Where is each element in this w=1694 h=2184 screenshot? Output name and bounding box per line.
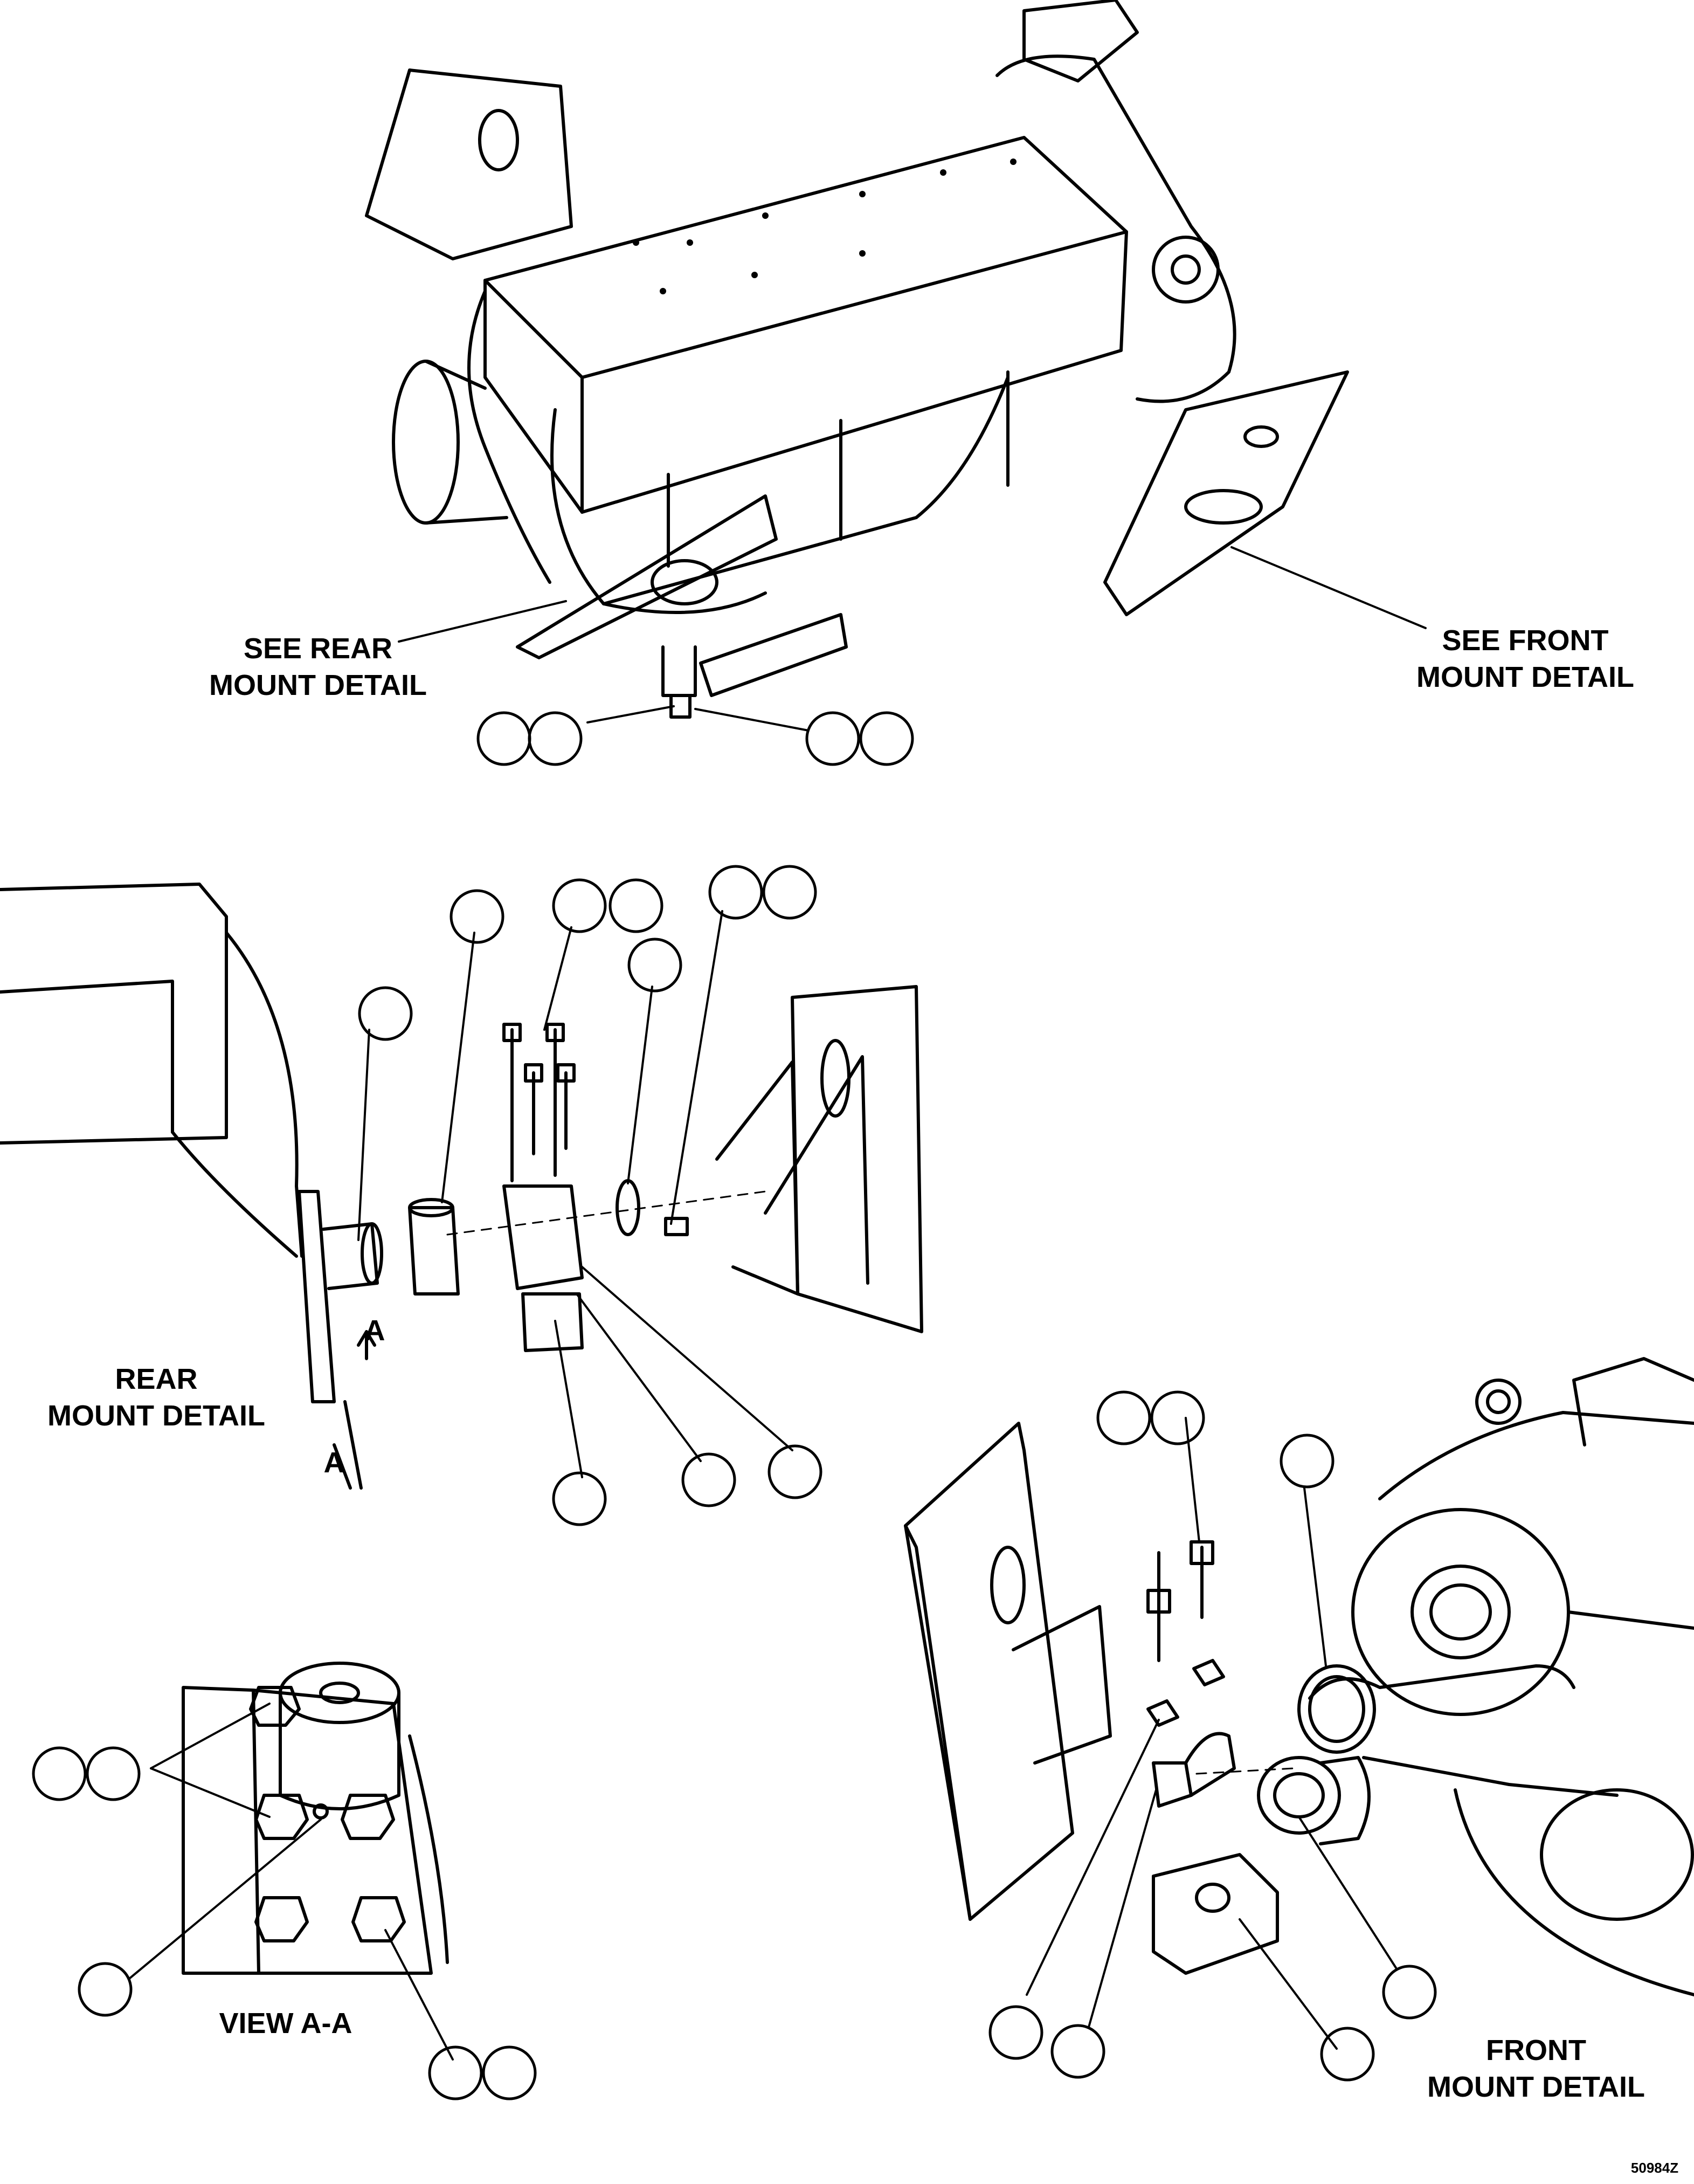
- callout-bubble: [1150, 1390, 1205, 1445]
- callout-bubbles: [32, 711, 1437, 2100]
- callout-bubble: [708, 865, 763, 920]
- section-marker-a-upper: A: [364, 1314, 385, 1347]
- rear-mount-detail-label: REAR MOUNT DETAIL: [47, 1363, 265, 1432]
- callout-bubble: [681, 1452, 736, 1507]
- callout-bubble: [627, 938, 682, 993]
- view-a-a-drawing: [182, 1662, 449, 1975]
- callout-bubble: [86, 1746, 141, 1801]
- callout-bubble: [358, 986, 413, 1041]
- leaders-rear: [357, 910, 793, 1478]
- leaders-top: [398, 546, 1427, 732]
- callout-bubble: [805, 711, 860, 766]
- callout-bubble: [762, 865, 817, 920]
- drawing-code: 50984Z: [1630, 2160, 1679, 2176]
- callout-bubble: [552, 878, 607, 933]
- front-mount-detail-drawing: [904, 1357, 1694, 1996]
- callout-bubble: [528, 711, 583, 766]
- see-rear-mount-detail-label: SEE REAR MOUNT DETAIL: [209, 632, 427, 701]
- callout-bubble: [1096, 1390, 1151, 1445]
- callout-bubble: [609, 878, 663, 933]
- callout-bubble: [450, 889, 504, 944]
- callout-bubble: [32, 1746, 87, 1801]
- leaders-view: [128, 1703, 454, 2061]
- leaders-front: [1026, 1417, 1397, 2050]
- callout-bubble: [1320, 2027, 1375, 2082]
- callout-bubble: [78, 1962, 133, 2017]
- callout-bubble: [476, 711, 531, 766]
- generator-assembly: [365, 0, 1349, 719]
- view-a-a-label: VIEW A-A: [219, 2007, 352, 2040]
- see-front-mount-detail-label: SEE FRONT MOUNT DETAIL: [1416, 624, 1634, 693]
- callout-bubble: [1382, 1965, 1437, 2020]
- section-marker-a-lower: A: [323, 1446, 345, 1479]
- callout-bubble: [859, 711, 914, 766]
- callout-bubble: [482, 2045, 537, 2100]
- callout-bubble: [1050, 2024, 1105, 2079]
- callout-bubble: [768, 1444, 822, 1499]
- callout-bubble: [552, 1471, 607, 1526]
- callout-bubble: [988, 2005, 1043, 2060]
- callout-bubble: [1280, 1434, 1335, 1489]
- callout-bubble: [428, 2045, 483, 2100]
- front-mount-detail-label: FRONT MOUNT DETAIL: [1427, 2034, 1645, 2103]
